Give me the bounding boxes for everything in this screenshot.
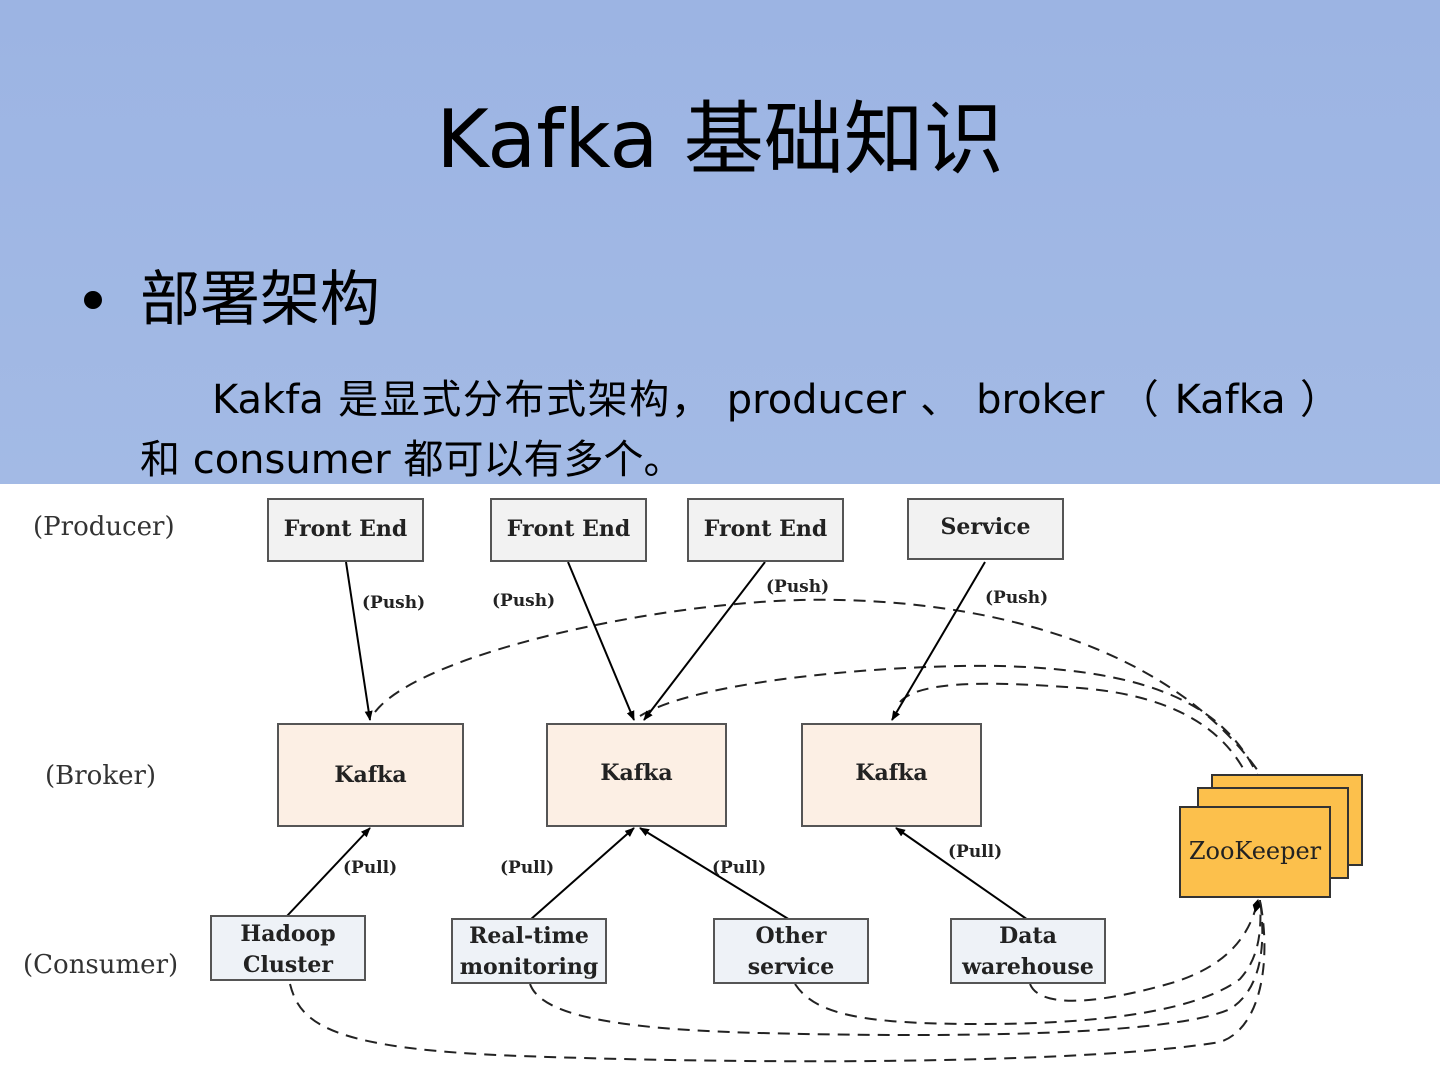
edge-label-push-4: (Push) xyxy=(985,588,1048,608)
pull-arrow-1 xyxy=(286,827,371,917)
row-label-producer: (Producer) xyxy=(33,512,175,542)
broker-label-1: Kafka xyxy=(334,762,406,788)
producer-box-4: Service xyxy=(907,498,1064,560)
consumer-label-1a: Hadoop xyxy=(240,921,335,947)
consumer-box-4: Data warehouse xyxy=(950,918,1106,984)
edge-label-pull-2: (Pull) xyxy=(500,858,554,878)
description-paragraph: Kakfa 是显式分布式架构， producer 、 broker （ Kafk… xyxy=(140,377,1340,483)
consumer-box-2: Real-time monitoring xyxy=(451,918,607,984)
broker-box-1: Kafka xyxy=(277,723,464,827)
broker-label-2: Kafka xyxy=(600,760,672,786)
edge-label-pull-1: (Pull) xyxy=(343,858,397,878)
push-arrow-1 xyxy=(345,561,373,721)
producer-label-4: Service xyxy=(940,514,1030,540)
row-label-broker: (Broker) xyxy=(45,761,156,791)
pull-arrows xyxy=(286,827,1029,921)
edge-label-push-3: (Push) xyxy=(766,577,829,597)
producer-box-2: Front End xyxy=(490,498,647,562)
broker-box-3: Kafka xyxy=(801,723,982,827)
bullet-text: 部署架构 xyxy=(140,265,380,335)
slide-title: Kafka 基础知识 xyxy=(436,93,1004,186)
consumer-label-2b: monitoring xyxy=(460,954,598,980)
architecture-diagram: (Producer) (Broker) (Consumer) xyxy=(0,484,1440,1080)
zk-link-consumer-3 xyxy=(794,899,1262,1026)
push-arrow-4 xyxy=(891,561,986,721)
push-arrows xyxy=(345,561,986,721)
slide-header: Kafka 基础知识 部署架构 Kakfa 是显式分布式架构， producer… xyxy=(0,0,1440,484)
push-arrow-2 xyxy=(567,561,635,721)
zk-link-broker-1 xyxy=(374,598,1269,787)
push-arrow-3 xyxy=(643,561,766,721)
zookeeper-links xyxy=(289,598,1269,1063)
pull-arrow-2 xyxy=(529,827,635,921)
consumer-label-1b: Cluster xyxy=(243,952,333,978)
zookeeper-cluster: ZooKeeper xyxy=(1179,774,1363,898)
producer-box-3: Front End xyxy=(687,498,844,562)
broker-box-2: Kafka xyxy=(546,723,727,827)
edge-label-push-1: (Push) xyxy=(362,593,425,613)
consumer-label-3b: service xyxy=(748,954,835,980)
consumer-box-3: Other service xyxy=(713,918,869,984)
broker-label-3: Kafka xyxy=(855,760,927,786)
consumer-label-2a: Real-time xyxy=(469,923,589,949)
zk-link-consumer-1 xyxy=(289,899,1266,1063)
consumer-label-4b: warehouse xyxy=(961,954,1094,980)
consumer-label-4a: Data xyxy=(999,923,1057,949)
zk-link-broker-2 xyxy=(639,664,1263,787)
bullet-dot-icon xyxy=(84,291,102,309)
pull-arrow-4 xyxy=(895,827,1029,921)
zk-link-consumer-2 xyxy=(529,899,1264,1037)
consumer-label-3a: Other xyxy=(756,923,827,949)
pull-arrow-3 xyxy=(639,827,791,921)
diagram-canvas: (Producer) (Broker) (Consumer) xyxy=(23,498,1363,1063)
zookeeper-label: ZooKeeper xyxy=(1189,837,1322,865)
row-label-consumer: (Consumer) xyxy=(23,950,178,980)
zk-link-broker-3 xyxy=(899,682,1260,807)
edge-label-pull-3: (Pull) xyxy=(712,858,766,878)
producer-label-3: Front End xyxy=(704,516,827,542)
producer-box-1: Front End xyxy=(267,498,424,562)
producer-label-2: Front End xyxy=(507,516,630,542)
edge-label-push-2: (Push) xyxy=(492,591,555,611)
zk-link-consumer-4 xyxy=(1029,899,1261,1002)
edge-label-pull-4: (Pull) xyxy=(948,842,1002,862)
producer-label-1: Front End xyxy=(284,516,407,542)
consumer-box-1: Hadoop Cluster xyxy=(210,915,366,981)
bullet-item: 部署架构 xyxy=(84,262,380,338)
